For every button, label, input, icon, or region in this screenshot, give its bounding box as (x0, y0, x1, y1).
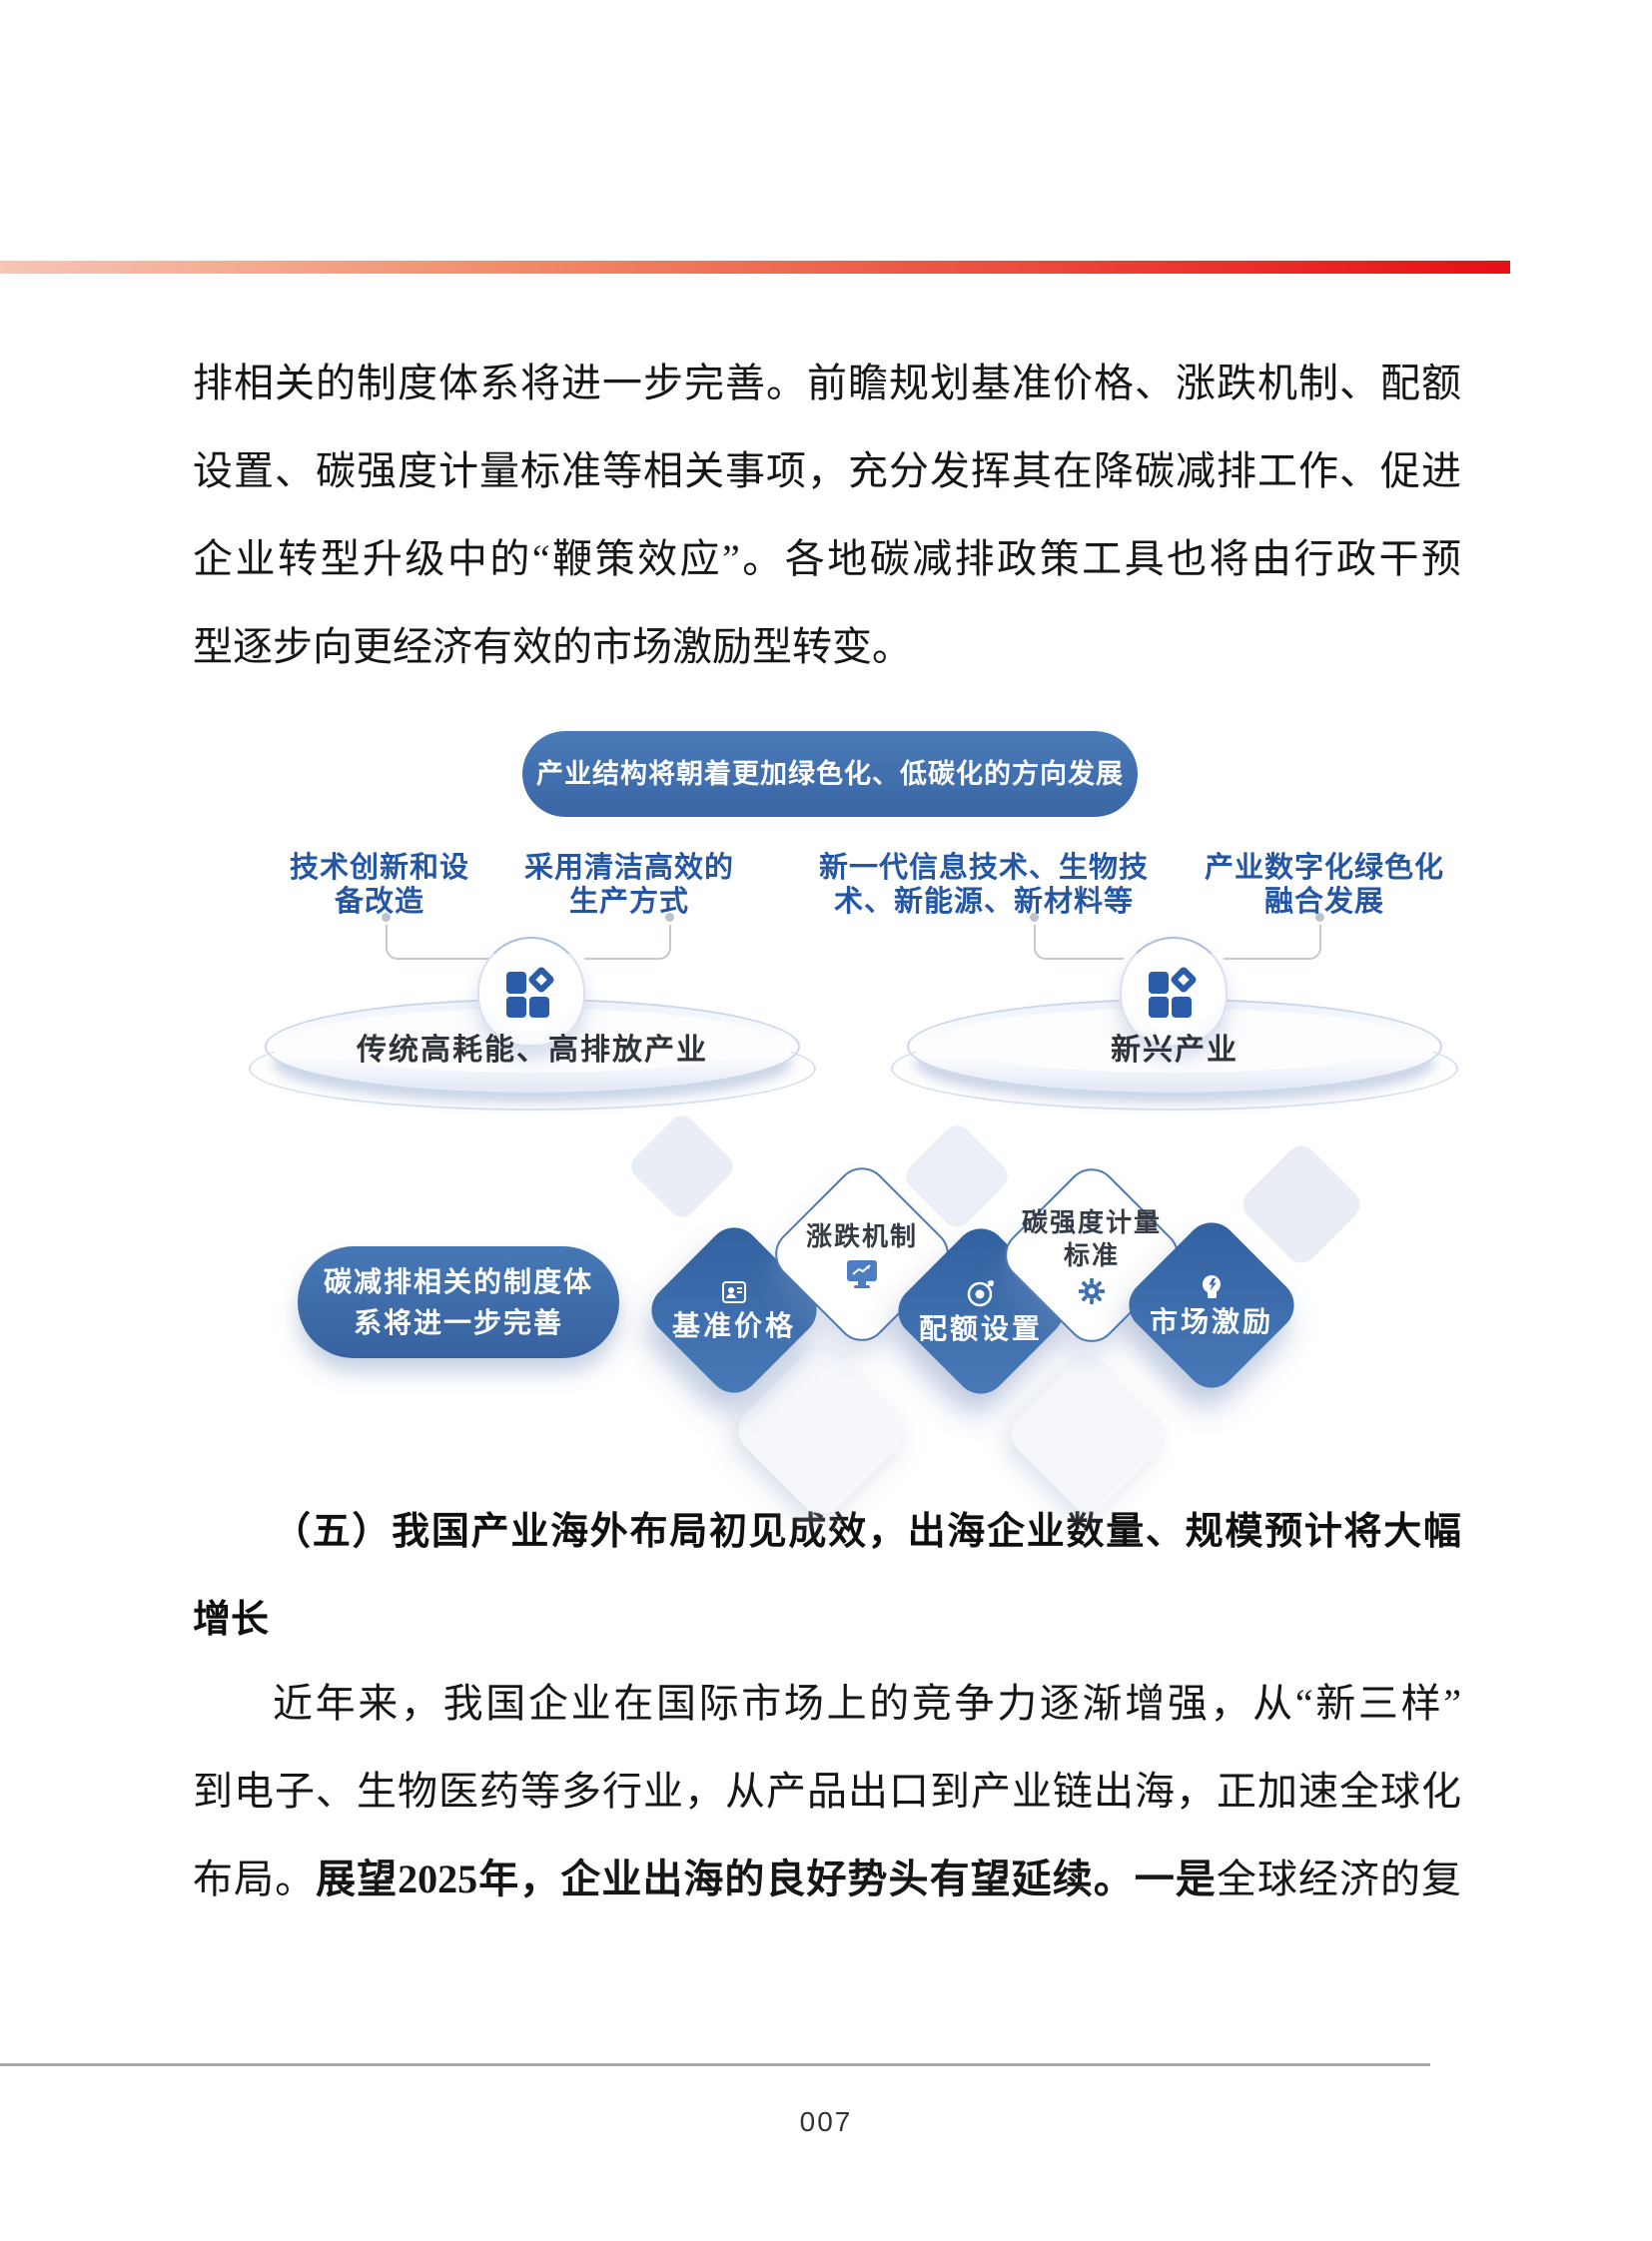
connector-line (584, 925, 671, 960)
paragraph-line: 型逐步向更经济有效的市场激励型转变。 (193, 624, 912, 669)
connector-dot (1315, 913, 1324, 922)
top-accent-bar (0, 261, 1510, 274)
diamond-market-incentive: 市场激励 (1146, 1239, 1277, 1371)
target-icon (967, 1279, 995, 1306)
connector-dot (382, 913, 391, 922)
decorative-diamond (625, 1110, 739, 1223)
connector-line (386, 925, 489, 960)
section-heading-line: 增长 (193, 1599, 270, 1641)
factor-label-new-tech: 新一代信息技术、生物技 术、新能源、新材料等 (818, 852, 1149, 918)
paragraph-line: 到电子、生物医药等多行业，从产品出口到产业链出海，正加速全球化 (193, 1769, 1461, 1814)
industry-diagram-title: 产业结构将朝着更加绿色化、低碳化的方向发展 (522, 731, 1138, 817)
connector-dot (1030, 913, 1039, 922)
paragraph-line: 设置、碳强度计量标准等相关事项，充分发挥其在降碳减排工作、促进 (193, 448, 1461, 493)
diamond-fluctuation-mechanism: 涨跌机制 (793, 1185, 931, 1323)
connector-dot (665, 913, 674, 922)
paragraph-line: 布局。展望2025年，企业出海的良好势头有望延续。一是全球经济的复 (193, 1857, 1461, 1901)
paragraph-line: 近年来，我国企业在国际市场上的竞争力逐渐增强，从“新三样” (273, 1681, 1461, 1726)
diamond-base-price: 基准价格 (668, 1244, 800, 1376)
page-number: 007 (799, 2106, 853, 2137)
connector-line (1224, 925, 1321, 960)
factor-label-clean-production: 采用清洁高效的 生产方式 (524, 852, 735, 918)
price-card-icon (721, 1280, 746, 1303)
monitor-trend-icon (846, 1260, 877, 1288)
industry-grid-icon (1149, 967, 1197, 1018)
diamond-quota-setting: 配额设置 (915, 1245, 1047, 1377)
industry-node (477, 937, 585, 1047)
emerging-industry-label: 新兴产业 (1111, 1034, 1239, 1067)
bold-emphasis: 展望2025年，企业出海的良好势头有望延续。一是 (316, 1857, 1217, 1901)
section-heading-line: （五）我国产业海外布局初见成效，出海企业数量、规模预计将大幅 (273, 1511, 1461, 1553)
insight-head-icon (1202, 1275, 1221, 1298)
gear-icon (1078, 1277, 1106, 1305)
industry-grid-icon (506, 967, 554, 1018)
paragraph-line: 排相关的制度体系将进一步完善。前瞻规划基准价格、涨跌机制、配额 (193, 361, 1461, 405)
factor-label-tech-upgrade: 技术创新和设 备改造 (289, 852, 469, 918)
policy-callout: 碳减排相关的制度体 系将进一步完善 (298, 1246, 619, 1358)
diamond-carbon-intensity-standard: 碳强度计量 标准 (1022, 1186, 1161, 1324)
connector-line (1034, 925, 1124, 960)
industry-node (1120, 937, 1228, 1047)
factor-label-digital-green: 产业数字化绿色化 融合发展 (1204, 852, 1444, 918)
footer-rule (0, 2063, 1430, 2066)
paragraph-line: 企业转型升级中的“鞭策效应”。各地碳减排政策工具也将由行政干预 (193, 536, 1461, 581)
traditional-industry-label: 传统高耗能、高排放产业 (357, 1034, 708, 1067)
